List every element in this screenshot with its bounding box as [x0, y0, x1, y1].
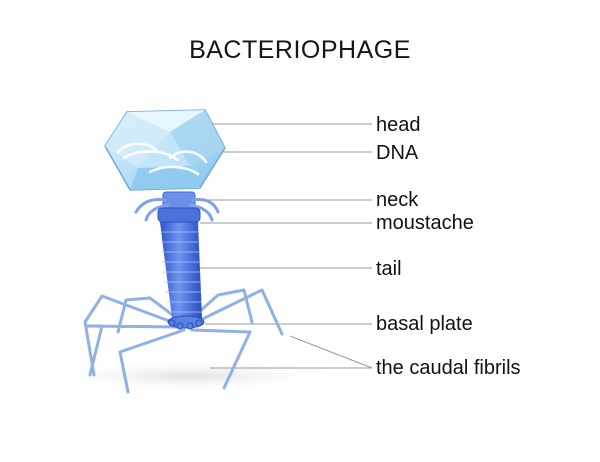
fibril-right: [188, 288, 284, 336]
label-head: head: [376, 114, 421, 136]
fibril-far-left: [83, 294, 182, 377]
label-dna: DNA: [376, 142, 419, 164]
label-caudal-fibrils: the caudal fibrils: [376, 357, 521, 379]
label-basal-plate: basal plate: [376, 313, 473, 335]
label-moustache: moustache: [376, 212, 474, 234]
leader-line-caudal-fibrils-a: [289, 335, 373, 369]
tail-sheath: [160, 222, 202, 318]
fibril-left: [84, 324, 182, 377]
ground-shadow: [40, 360, 340, 392]
diagram-title: BACTERIOPHAGE: [189, 36, 411, 64]
fibril-back-right: [186, 288, 254, 324]
fibril-front-right: [190, 328, 252, 390]
caudal-fibrils: [83, 288, 284, 394]
neck-moustache: [134, 191, 220, 223]
capsid-head: [104, 109, 226, 191]
label-tail: tail: [376, 258, 402, 280]
fibril-front-left: [118, 328, 186, 394]
fibril-back: [116, 296, 184, 334]
label-neck: neck: [376, 189, 419, 211]
basal-plate: [167, 315, 205, 330]
